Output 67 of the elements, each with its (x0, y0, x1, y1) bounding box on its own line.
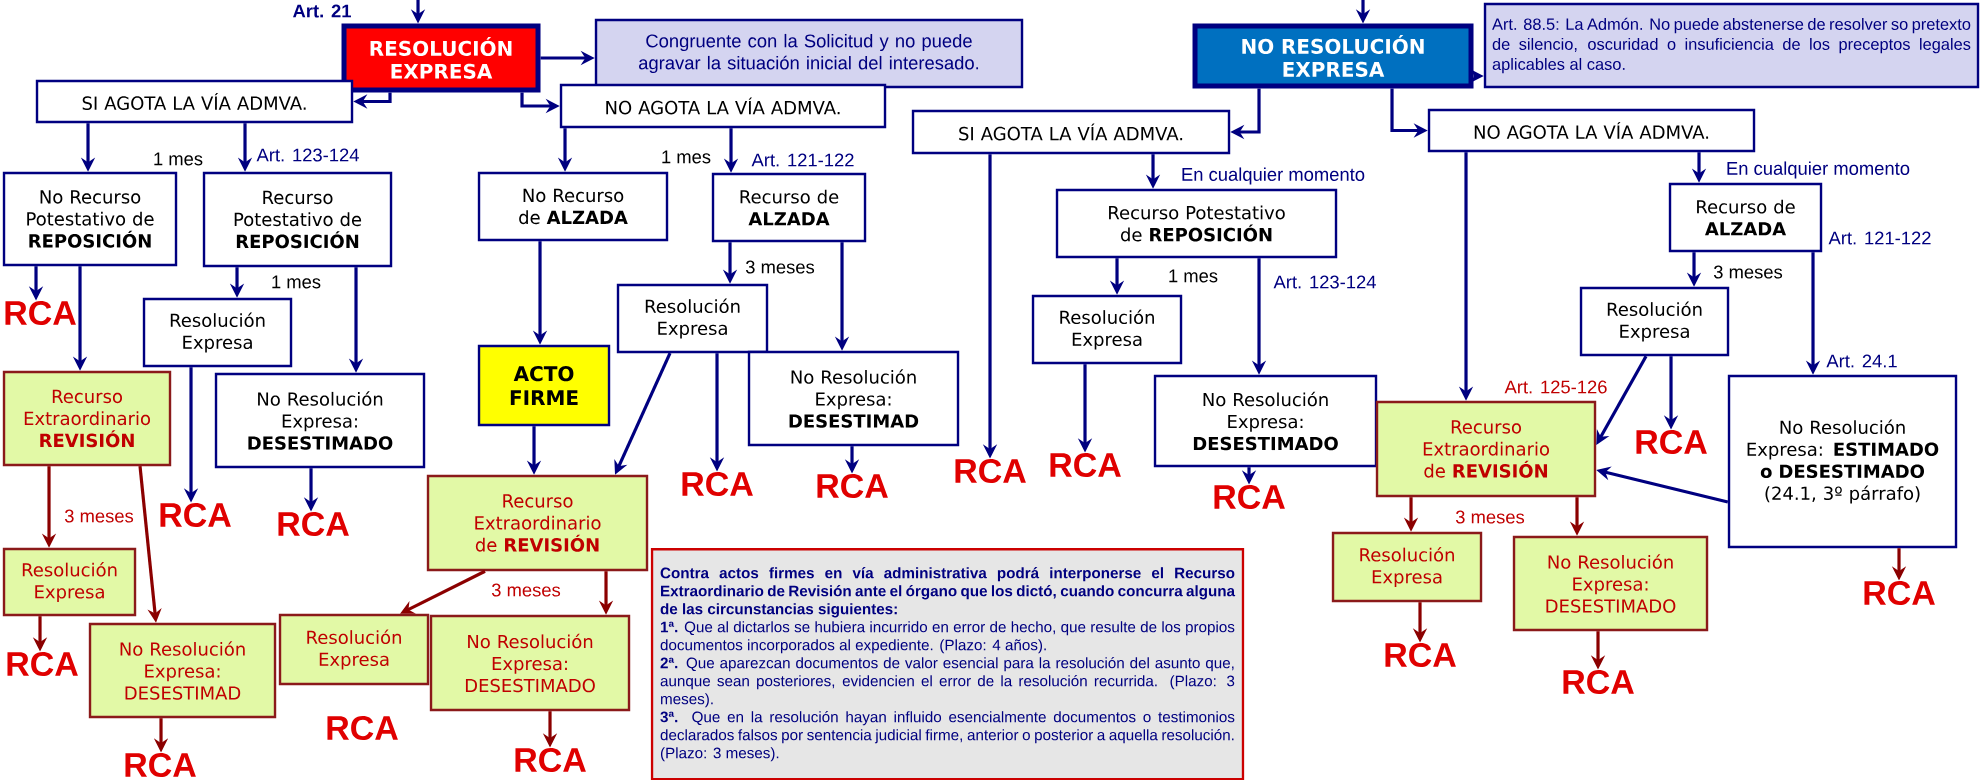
process-box: Recurso Extraordinario REVISIÓN (2, 370, 172, 467)
outcome-label: RCA (955, 458, 1026, 484)
annotation-label: 3 meses (1455, 510, 1525, 524)
process-box: ACTO FIRME (477, 344, 611, 427)
process-box: Resolución Expresa (2, 547, 137, 617)
annotation-label: Art. 24.1 (1826, 354, 1897, 368)
heading-box: NO RESOLUCIÓN EXPRESA (1192, 23, 1474, 89)
outcome-label: RCA (1050, 452, 1121, 478)
process-box: Recurso Potestativo de REPOSICIÓN (202, 171, 393, 268)
process-box: SI AGOTA LA VÍA ADMVA. (911, 109, 1231, 155)
annotation-label: En cualquier momento (1182, 167, 1365, 185)
process-box: No Resolución Expresa: DESESTIMAD (747, 350, 960, 447)
outcome-label: RCA (160, 502, 231, 528)
outcome-label: RCA (1214, 484, 1285, 510)
annotation-label: 1 mes (1169, 269, 1218, 283)
process-box: NO AGOTA LA VÍA ADMVA. (559, 83, 887, 129)
annotation-label: 3 meses (64, 509, 134, 523)
note-box: Art. 88.5: La Admón. No puede abstenerse de resolver so pretexto de silencio, oscuridad o insuficiencia de los preceptos legales aplicables al caso. (1483, 2, 1980, 89)
outcome-label: RCA (1636, 429, 1707, 455)
info-box: Contra actos firmes en vía administrativa podrá interponerse el Recurso Extraordinario de Revisión ante el órgano que los dictó, cuando concurra alguna de las circunstancias siguientes: 1ª. Que al dictarlos se hubiera incurrido en error de hecho, que resulte de los propios documentos incorporados al expediente. (Plazo: 4 años). 2ª. Que aparezcan documentos de valor esencial para la resolución del asunto que, aunque sean posteriores, evidencien el error de la resolución recurrida. (Plazo: 3 meses). 3ª. Que en la resolución hayan influido esencialmente documentos o testimonios declarados falsos por sentencia judicial firme, anterior o posterior a aquella resolución. (Plazo: 3 meses). (650, 548, 1245, 780)
process-box: Recurso de ALZADA (1668, 182, 1823, 253)
process-box: Resolución Expresa (1579, 286, 1730, 357)
process-box: Recurso Potestativo de REPOSICIÓN (1055, 188, 1338, 259)
process-box: Resolución Expresa (278, 613, 430, 686)
outcome-label: RCA (817, 473, 888, 499)
note-box: Congruente con la Solicitud y no puede agravar la situación inicial del interesado. (594, 18, 1024, 89)
outcome-label: RCA (1385, 642, 1456, 668)
process-box: No Resolución Expresa: DESESTIMADO (214, 372, 426, 469)
process-box: SI AGOTA LA VÍA ADMVA. (35, 79, 354, 124)
outcome-label: RCA (682, 471, 753, 497)
outcome-label: RCA (125, 752, 196, 778)
process-box: Recurso Extraordinario de REVISIÓN (426, 474, 649, 572)
annotation-label: Art. 125-126 (1504, 380, 1607, 394)
annotation-label: Art. 121-122 (1828, 231, 1931, 245)
process-box: Recurso de ALZADA (711, 172, 867, 243)
annotation-label: Art. 21 (293, 4, 351, 18)
annotation-label: 3 meses (491, 583, 561, 597)
annotation-label: Art. 121-122 (751, 153, 854, 167)
outcome-label: RCA (327, 715, 398, 741)
annotation-label: 1 mes (272, 275, 321, 289)
outcome-label: RCA (7, 651, 78, 677)
outcome-label: RCA (5, 300, 76, 326)
annotation-label: Art. 123-124 (1273, 275, 1376, 289)
process-box: Recurso Extraordinario de REVISIÓN (1375, 400, 1597, 498)
process-box: NO AGOTA LA VÍA ADMVA. (1427, 108, 1756, 153)
outcome-label: RCA (1563, 669, 1634, 695)
outcome-label: RCA (515, 747, 586, 773)
process-box: No Resolución Expresa: DESESTIMADO (1512, 535, 1709, 632)
annotation-label: 3 meses (1713, 265, 1783, 279)
outcome-label: RCA (1864, 580, 1935, 606)
process-box: No Resolución Expresa: ESTIMADO o DESESTIMADO (24.1, 3º párrafo) (1727, 374, 1958, 549)
annotation-label: 1 mes (662, 150, 711, 164)
annotation-label: En cualquier momento (1727, 161, 1910, 179)
process-box: No Recurso Potestativo de REPOSICIÓN (2, 171, 178, 267)
process-box: Resolución Expresa (1031, 294, 1183, 365)
process-box: No Resolución Expresa: DESESTIMADO (1153, 374, 1378, 468)
process-box: Resolución Expresa (1331, 531, 1483, 603)
annotation-label: 3 meses (745, 260, 815, 274)
process-box: No Recurso de ALZADA (477, 171, 669, 242)
heading-box: RESOLUCIÓN EXPRESA (341, 23, 541, 93)
process-box: Resolución Expresa (616, 283, 769, 354)
process-box: Resolución Expresa (142, 297, 293, 368)
process-box: No Resolución Expresa: DESESTIMAD (88, 622, 277, 719)
annotation-label: Art. 123-124 (256, 148, 359, 162)
process-box: No Resolución Expresa: DESESTIMADO (429, 614, 631, 712)
annotation-label: 1 mes (154, 152, 203, 166)
outcome-label: RCA (278, 511, 349, 537)
